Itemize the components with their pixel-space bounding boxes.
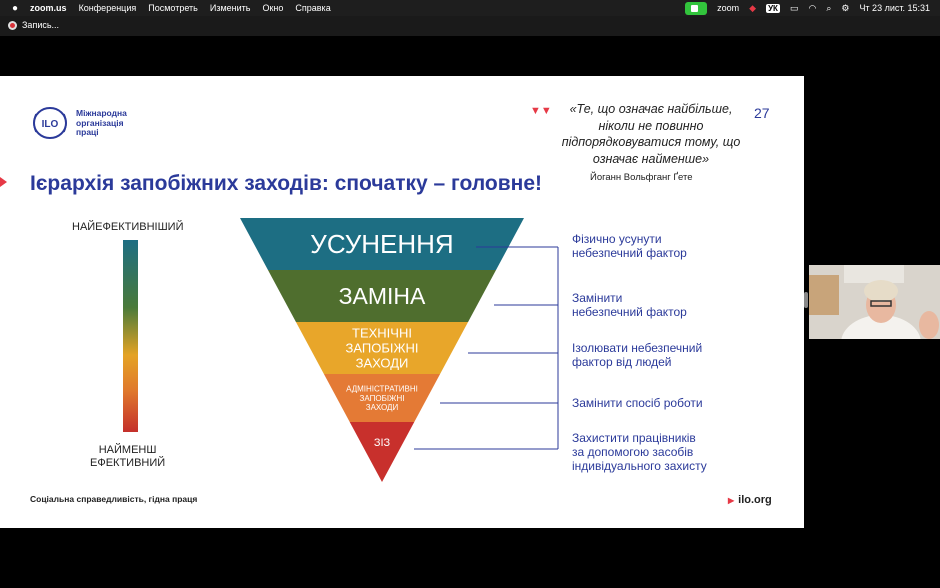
quote-author: Йоганн Вольфганг Ґете	[590, 172, 693, 183]
label-line: небезпечний фактор	[572, 305, 687, 319]
wifi-icon[interactable]: ◠	[808, 2, 817, 13]
title-arrow-icon	[0, 177, 7, 187]
pyramid-label: ЗАМІНА	[339, 283, 426, 309]
label-ppe: Захистити працівників за допомогою засоб…	[572, 431, 707, 473]
menu-item-window[interactable]: Окно	[262, 3, 284, 13]
zoom-status[interactable]: zoom	[717, 3, 740, 13]
label-line: Замінити спосіб роботи	[572, 396, 703, 410]
scale-bottom-line: НАЙМЕНШ	[98, 444, 157, 456]
pyramid-label: УСУНЕННЯ	[310, 229, 453, 259]
label-line: Ізолювати небезпечний	[572, 341, 703, 355]
control-center-icon[interactable]: ⚙	[841, 2, 850, 13]
page-number: 27	[754, 105, 770, 121]
logo-text: Міжнародна організація праці	[76, 108, 127, 138]
participant-video[interactable]	[809, 265, 940, 339]
recording-indicator[interactable]: Запись...	[8, 20, 59, 30]
menu-item-conference[interactable]: Конференция	[78, 3, 137, 13]
hierarchy-pyramid: УСУНЕННЯЗАМІНАТЕХНІЧНІЗАПОБІЖНІЗАХОДИАДМ…	[240, 218, 559, 482]
pyramid-label: ЗАПОБІЖНІ	[346, 341, 419, 356]
label-line: Замінити	[572, 291, 623, 305]
ilo-emblem: ILO	[42, 119, 59, 130]
logo-line: праці	[76, 127, 99, 137]
label-line: небезпечний фактор	[572, 246, 687, 260]
battery-icon[interactable]: ▭	[789, 2, 799, 13]
logo-line: Міжнародна	[76, 108, 127, 118]
menu-item-help[interactable]: Справка	[295, 3, 331, 13]
scale-top-label: НАЙЕФЕКТИВНІШИЙ	[72, 221, 184, 233]
label-substitution: Замінити небезпечний фактор	[572, 291, 687, 319]
menu-item-view[interactable]: Посмотреть	[148, 3, 198, 13]
label-administrative: Замінити спосіб роботи	[572, 396, 703, 410]
ilo-logo-icon: ILO	[33, 107, 67, 139]
label-line: за допомогою засобів	[572, 445, 694, 459]
zoom-toolbar	[0, 16, 940, 36]
menu-app-name[interactable]: zoom.us	[30, 3, 67, 13]
pyramid-label: ЗАПОБІЖНІ	[360, 394, 405, 403]
label-line: індивідуального захисту	[572, 459, 707, 473]
pyramid-layer-substitution	[267, 270, 497, 322]
panel-resize-handle[interactable]	[804, 292, 808, 308]
label-line: фактор від людей	[572, 355, 672, 369]
status-area: zoom ◆ УК ▭ ◠ ⌕ ⚙ Чт 23 лист. 15:31	[685, 0, 940, 16]
menu-item-edit[interactable]: Изменить	[209, 3, 251, 13]
recording-label: Запись...	[22, 20, 60, 30]
pyramid-layer-ppe	[349, 422, 415, 482]
shared-slide: ILO Міжнародна організація праці Ієрархі…	[0, 76, 804, 528]
video-camera-icon[interactable]	[685, 1, 708, 15]
pyramid-layer-administrative	[323, 374, 441, 422]
site-link: ▶ilo.org	[728, 494, 772, 506]
scale-bottom-label: НАЙМЕНШ ЕФЕКТИВНИЙ	[90, 444, 165, 470]
pyramid-label: ТЕХНІЧНІ	[352, 326, 412, 341]
site-text: ilo.org	[738, 494, 772, 506]
slide-title: Ієрархія запобіжних заходів: спочатку – …	[30, 172, 542, 195]
quote-text: «Те, що означає найбільше, ніколи не пов…	[561, 102, 741, 166]
label-line: Захистити працівників	[572, 431, 696, 445]
pyramid-layer-engineering	[295, 322, 469, 374]
participant-avatar	[809, 265, 940, 339]
apple-icon[interactable]: ●	[12, 2, 19, 14]
slide-footer: Соціальна справедливість, гідна праця	[30, 494, 198, 504]
pyramid-label: ЗАХОДИ	[356, 356, 409, 371]
label-engineering: Ізолювати небезпечний фактор від людей	[572, 341, 702, 369]
pyramid-layer-elimination	[240, 218, 524, 270]
pyramid-label: ЗАХОДИ	[366, 403, 399, 412]
label-line: Фізично усунути	[572, 232, 662, 246]
quote-mark-icon: ▼▼	[530, 105, 552, 117]
record-icon	[8, 20, 17, 30]
input-language[interactable]: УК	[766, 3, 780, 13]
search-icon[interactable]: ⌕	[826, 2, 832, 13]
arrow-icon: ▶	[728, 496, 735, 505]
pyramid-label: АДМІНІСТРАТИВНІ	[346, 385, 418, 394]
label-elimination: Фізично усунути небезпечний фактор	[572, 232, 687, 260]
scale-bottom-line: ЕФЕКТИВНИЙ	[90, 457, 166, 469]
clock: Чт 23 лист. 15:31	[859, 3, 930, 13]
effectiveness-gradient-bar	[123, 240, 138, 432]
shield-icon[interactable]: ◆	[749, 2, 757, 13]
logo-line: організація	[76, 117, 124, 128]
pyramid-label: ЗІЗ	[374, 437, 391, 449]
